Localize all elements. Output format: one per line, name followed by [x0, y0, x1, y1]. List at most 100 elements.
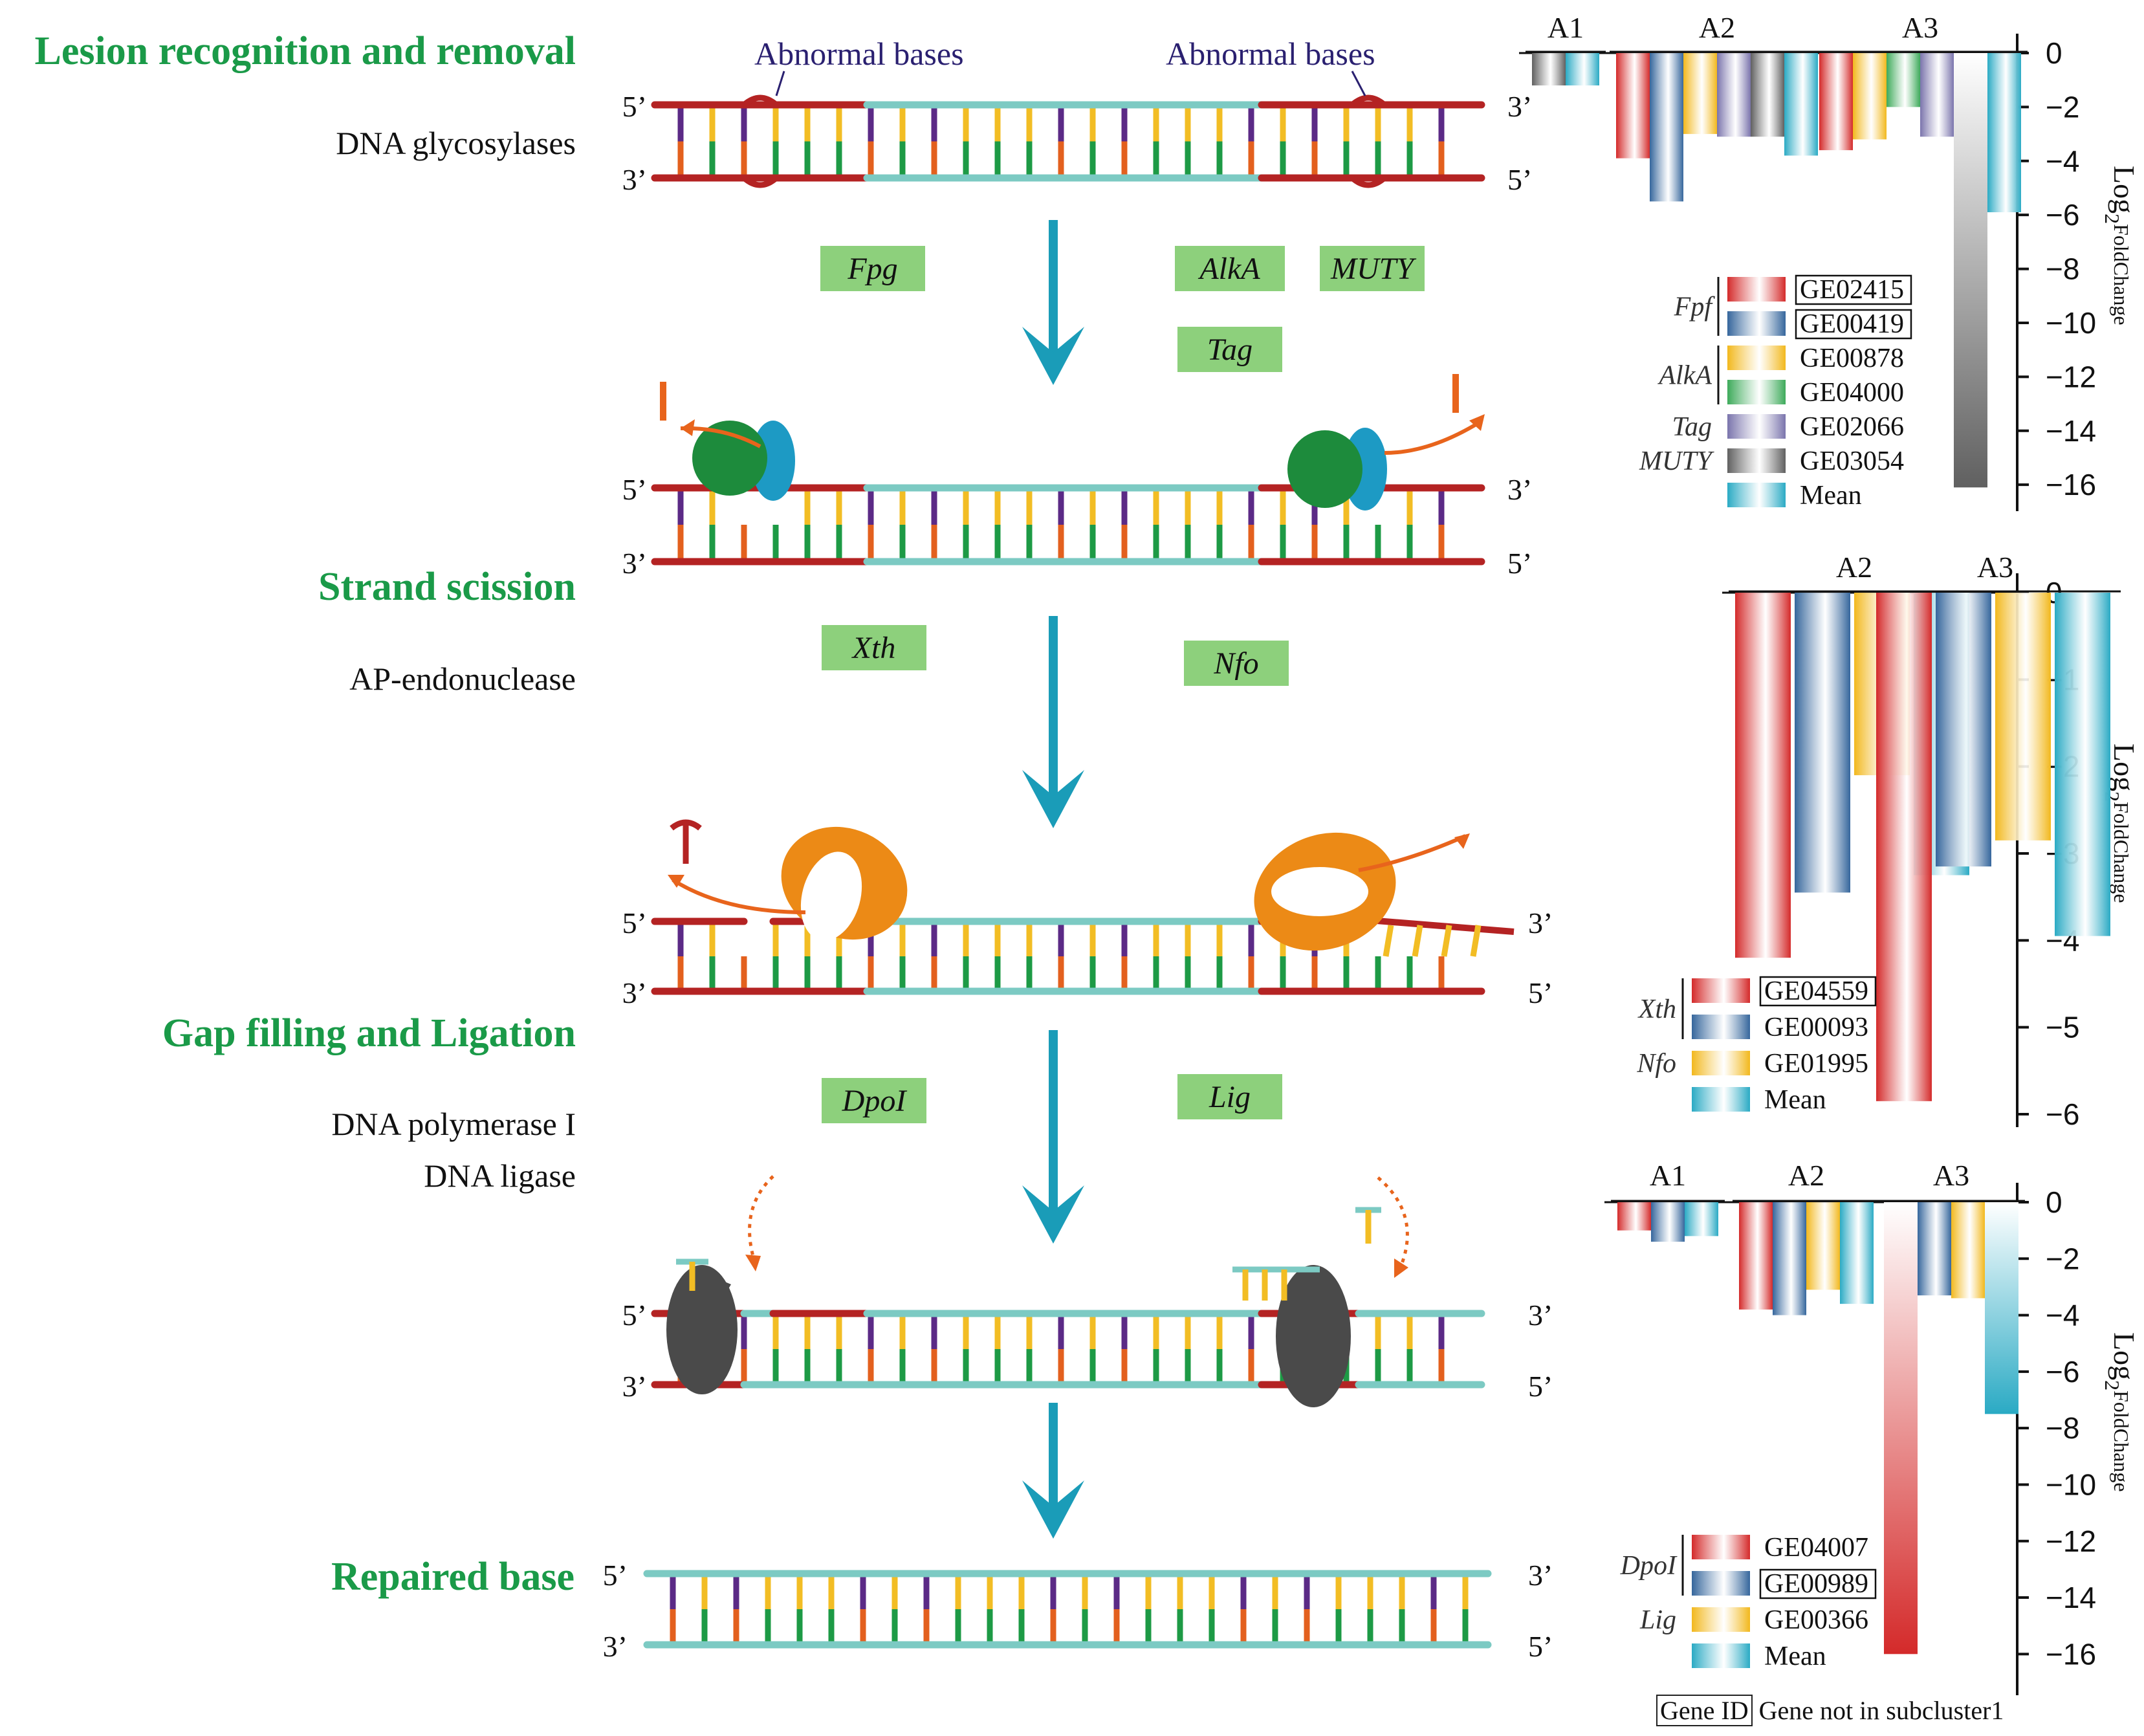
legend-swatch	[1692, 978, 1750, 1003]
dashed-arrowhead	[745, 1255, 761, 1271]
bar-ge02415	[1819, 53, 1853, 151]
legend-label: GE04007	[1764, 1533, 1868, 1563]
bar-ge00878	[1683, 53, 1717, 135]
y-tick-label: −6	[2046, 1355, 2079, 1389]
lesion-bulge	[1350, 175, 1386, 188]
three-prime-end-label: 3’	[622, 1370, 647, 1403]
bar-ge00419	[1650, 53, 1683, 202]
abnormal-label-left: Abnormal bases	[754, 36, 964, 72]
group-label: A2	[1699, 11, 1735, 44]
legend-group-label: AlkA	[1657, 361, 1712, 391]
group-label: A3	[1977, 551, 2013, 584]
legend-label: GE00419	[1800, 309, 1904, 339]
y-tick-label: −12	[2046, 1524, 2096, 1558]
dna-duplex	[651, 484, 1485, 566]
flap-base	[1412, 925, 1423, 957]
legend-group-label: Xth	[1637, 994, 1676, 1024]
bar-mean	[1685, 1202, 1718, 1236]
legend-swatch	[1727, 448, 1786, 473]
abnormal-label-right: Abnormal bases	[1166, 36, 1375, 72]
legend-swatch	[1692, 1643, 1750, 1668]
legend-group-label: Fpf	[1674, 292, 1716, 322]
bar-ge03054	[1532, 53, 1566, 86]
three-prime-end-label: 3’	[622, 547, 647, 580]
three-prime-end-label: 3’	[1528, 1559, 1553, 1592]
bar-ge00989	[1651, 1202, 1685, 1242]
legend-label: GE02415	[1800, 275, 1904, 305]
three-prime-end-label: 3’	[603, 1630, 628, 1663]
pathway-arrow-head	[1022, 770, 1084, 828]
flap-base	[1441, 925, 1452, 957]
step2-title: Strand scission	[318, 565, 576, 609]
five-prime-end-label: 5’	[622, 90, 647, 123]
legend-not-in-subcluster-box	[1795, 309, 1912, 340]
five-prime-end-label: 5’	[622, 473, 647, 506]
legend-group-label: Lig	[1639, 1605, 1676, 1635]
legend-label: Mean	[1764, 1085, 1826, 1115]
y-tick-label: −2	[2046, 90, 2079, 124]
five-prime-end-label: 5’	[1507, 547, 1532, 580]
footnote-text: Gene not in subcluster1	[1758, 1696, 2004, 1725]
legend-swatch	[1727, 414, 1786, 439]
y-label-sub: 2	[2101, 1380, 2124, 1390]
five-prime-end-label: 5’	[1528, 1370, 1553, 1403]
excised-sugar	[670, 819, 702, 831]
legend-label: GE02066	[1800, 412, 1904, 442]
y-tick-label: 0	[2046, 1185, 2062, 1219]
legend-swatch	[1692, 1015, 1750, 1039]
orange-arrowhead	[1469, 414, 1485, 431]
bar-ge00366	[1951, 1202, 1985, 1299]
orange-arrowhead	[668, 875, 684, 888]
y-tick-label: −8	[2046, 1411, 2079, 1445]
y-tick-label: −6	[2046, 1097, 2079, 1131]
five-prime-end-label: 5’	[622, 1299, 647, 1332]
bar-ge04007	[1884, 1202, 1918, 1654]
step2-enzyme: AP-endonuclease	[349, 661, 576, 697]
three-prime-end-label: 3’	[1507, 90, 1532, 123]
y-tick-label: −6	[2046, 198, 2079, 232]
legend-group-label: Nfo	[1636, 1049, 1676, 1079]
y-label-suffix: FoldChange	[2110, 224, 2133, 325]
y-label-main: Log	[2108, 166, 2141, 214]
bar-ge04559	[1876, 593, 1932, 1101]
y-tick-label: −10	[2046, 1467, 2096, 1501]
bar-ge00989	[1773, 1202, 1806, 1315]
legend-swatch	[1727, 311, 1786, 336]
five-prime-end-label: 5’	[603, 1559, 628, 1592]
five-prime-end-label: 5’	[1507, 163, 1532, 196]
footnote: Gene ID Gene not in subcluster1	[1656, 1695, 2004, 1726]
flap-base	[1470, 925, 1482, 957]
y-tick-label: −4	[2046, 144, 2079, 178]
legend-swatch	[1692, 1051, 1750, 1075]
lesion-bulge	[1350, 94, 1386, 107]
orange-arrow	[672, 878, 806, 914]
y-label-main: Log	[2108, 1332, 2141, 1380]
y-tick-label: −16	[2046, 1637, 2096, 1671]
pathway-arrow-head	[1022, 327, 1084, 385]
bar-ge04000	[1887, 53, 1920, 107]
bar-mean	[1784, 53, 1818, 156]
y-tick-label: −2	[2046, 1242, 2079, 1275]
legend-label: GE01995	[1764, 1049, 1868, 1079]
y-label-sub: 2	[2101, 214, 2124, 224]
legend-swatch	[1727, 277, 1786, 302]
bar-ge04007	[1617, 1202, 1651, 1231]
legend-swatch	[1727, 380, 1786, 404]
dashed-arrowhead	[1394, 1258, 1408, 1278]
gene-box-xth: Xth	[822, 625, 926, 670]
gene-box-tag: Tag	[1177, 327, 1282, 372]
bar-mean	[1840, 1202, 1874, 1304]
legend-label: GE00093	[1764, 1013, 1868, 1042]
three-prime-end-label: 3’	[1528, 1299, 1553, 1332]
bar-mean	[1987, 53, 2021, 213]
legend-label: GE00366	[1764, 1605, 1868, 1635]
bar-ge00093	[1936, 593, 1991, 867]
legend-label: GE04000	[1800, 378, 1904, 408]
three-prime-end-label: 3’	[1507, 473, 1532, 506]
y-tick-label: −8	[2046, 252, 2079, 286]
glycosylase-green-subunit	[1287, 430, 1362, 508]
legend-not-in-subcluster-box	[1759, 976, 1877, 1007]
bar-ge01995	[1995, 593, 2051, 841]
bar-ge00093	[1795, 593, 1850, 893]
